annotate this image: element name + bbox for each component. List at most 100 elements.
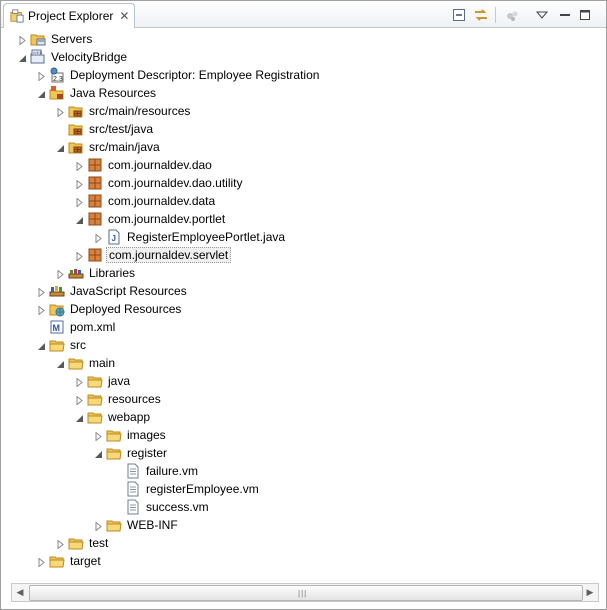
folder-icon (106, 427, 122, 443)
tree-item-label: success.vm (146, 500, 209, 514)
tree-item-label: Deployment Descriptor: Employee Registra… (70, 68, 320, 82)
minimize-icon[interactable] (557, 7, 573, 23)
folder-icon (87, 409, 103, 425)
tree-item-label: src/main/resources (89, 104, 191, 118)
collapsed-arrow-icon[interactable] (56, 268, 65, 280)
collapsed-arrow-icon[interactable] (75, 160, 84, 172)
collapsed-arrow-icon[interactable] (18, 34, 27, 46)
tree-item-label: pom.xml (70, 320, 116, 334)
tree-item-label: images (127, 428, 166, 442)
tree-item[interactable]: Libraries (1, 264, 601, 282)
tree-item[interactable]: src/main/resources (1, 102, 601, 120)
svg-text:WEB: WEB (33, 50, 42, 55)
tree-item[interactable]: resources (1, 390, 601, 408)
scrollbar-thumb[interactable]: ||| (29, 585, 583, 601)
tree-item[interactable]: webapp (1, 408, 601, 426)
tree-item[interactable]: com.journaldev.dao (1, 156, 601, 174)
close-icon[interactable]: ✕ (119, 9, 130, 23)
collapsed-arrow-icon[interactable] (75, 250, 84, 262)
expanded-arrow-icon[interactable] (56, 358, 65, 368)
collapsed-arrow-icon[interactable] (37, 70, 46, 82)
expanded-arrow-icon[interactable] (37, 88, 46, 98)
scroll-right-icon[interactable]: ▶ (586, 587, 594, 597)
tree-item-label: VelocityBridge (51, 50, 128, 64)
tree-item[interactable]: com.journaldev.dao.utility (1, 174, 601, 192)
folder-icon (49, 337, 65, 353)
view-menu-icon[interactable] (534, 7, 550, 23)
collapsed-arrow-icon[interactable] (75, 178, 84, 190)
source-folder-icon (68, 103, 84, 119)
collapse-all-icon[interactable] (451, 7, 467, 23)
source-folder-icon (68, 121, 84, 137)
link-with-editor-icon[interactable] (473, 7, 489, 23)
folder-icon (49, 553, 65, 569)
tree-item-label: resources (108, 392, 161, 406)
tab-label: Project Explorer (28, 9, 114, 23)
collapsed-arrow-icon[interactable] (75, 376, 84, 388)
tree-item[interactable]: main (1, 354, 601, 372)
tree-item-label: Libraries (89, 266, 136, 280)
collapsed-arrow-icon[interactable] (94, 430, 103, 442)
maximize-icon[interactable] (577, 7, 593, 23)
collapsed-arrow-icon[interactable] (37, 286, 46, 298)
tree-item[interactable]: WEB-INF (1, 516, 601, 534)
expanded-arrow-icon[interactable] (37, 340, 46, 350)
collapsed-arrow-icon[interactable] (94, 232, 103, 244)
tree-item[interactable]: WEB VelocityBridge (1, 48, 601, 66)
horizontal-scrollbar[interactable]: ◀ ||| ▶ (11, 583, 599, 602)
folder-icon (87, 391, 103, 407)
tree-item[interactable]: images (1, 426, 601, 444)
tree-item[interactable]: com.journaldev.portlet (1, 210, 601, 228)
tree-item[interactable]: register (1, 444, 601, 462)
tree-item[interactable]: registerEmployee.vm (1, 480, 601, 498)
expanded-arrow-icon[interactable] (18, 52, 27, 62)
tree-item[interactable]: failure.vm (1, 462, 601, 480)
tree-item[interactable]: test (1, 534, 601, 552)
tree-item-label: src/test/java (89, 122, 154, 136)
expanded-arrow-icon[interactable] (94, 448, 103, 458)
tree-item-label: com.journaldev.dao.utility (108, 176, 243, 190)
tree-item[interactable]: src (1, 336, 601, 354)
svg-text:J: J (112, 234, 116, 243)
web-project-icon: WEB (30, 49, 46, 65)
expanded-arrow-icon[interactable] (75, 214, 84, 224)
tab-project-explorer[interactable]: Project Explorer ✕ (3, 3, 135, 28)
tree-item[interactable]: src/main/java (1, 138, 601, 156)
collapsed-arrow-icon[interactable] (75, 394, 84, 406)
tree-item-label: java (108, 374, 131, 388)
svg-text:M: M (53, 323, 61, 333)
expanded-arrow-icon[interactable] (56, 142, 65, 152)
collapsed-arrow-icon[interactable] (75, 196, 84, 208)
tree-item-label: target (70, 554, 101, 568)
collapsed-arrow-icon[interactable] (37, 556, 46, 568)
tree-item[interactable]: JavaScript Resources (1, 282, 601, 300)
collapsed-arrow-icon[interactable] (37, 304, 46, 316)
collapsed-arrow-icon[interactable] (56, 538, 65, 550)
java-resources-icon (49, 85, 65, 101)
collapsed-arrow-icon[interactable] (56, 106, 65, 118)
scroll-left-icon[interactable]: ◀ (16, 587, 24, 597)
tree-item[interactable]: java (1, 372, 601, 390)
expanded-arrow-icon[interactable] (75, 412, 84, 422)
tree-item[interactable]: Deployed Resources (1, 300, 601, 318)
tree-item[interactable]: Servers (1, 30, 601, 48)
tree-item[interactable]: target (1, 552, 601, 570)
package-icon (87, 175, 103, 191)
tree-item[interactable]: src/test/java (1, 120, 601, 138)
tree-item[interactable]: com.journaldev.servlet (1, 246, 601, 264)
tree-item-label: JavaScript Resources (70, 284, 187, 298)
filter-icon[interactable] (504, 7, 520, 23)
tree-item-label: com.journaldev.portlet (108, 212, 226, 226)
tree-item[interactable]: com.journaldev.data (1, 192, 601, 210)
deployed-resources-icon (49, 301, 65, 317)
tree-item-label: Deployed Resources (70, 302, 182, 316)
tree-item-label: com.journaldev.servlet (106, 247, 232, 263)
collapsed-arrow-icon[interactable] (94, 520, 103, 532)
tree-item[interactable]: Java Resources (1, 84, 601, 102)
tree-item[interactable]: success.vm (1, 498, 601, 516)
